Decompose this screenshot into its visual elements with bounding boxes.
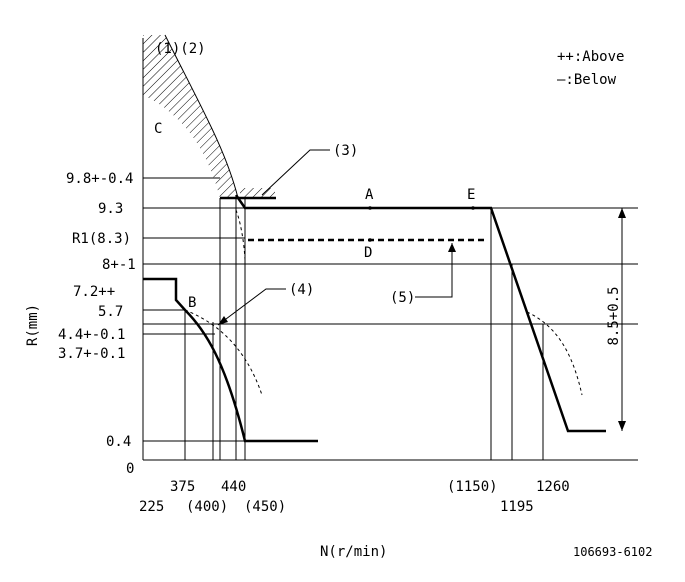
top-left-label: (1)(2) — [155, 41, 206, 57]
upper-curve — [234, 194, 606, 433]
point-e-marker — [471, 206, 475, 210]
dim-arrow-bottom — [618, 421, 626, 431]
ylabel-3.7: 3.7+-0.1 — [58, 346, 125, 362]
ylabel-5.7: 5.7 — [98, 304, 123, 320]
hatched-zone-c — [143, 35, 238, 198]
callout-3-leader — [261, 149, 330, 196]
xlabel-1150: (1150) — [447, 479, 498, 495]
dim-arrow-top — [618, 208, 626, 218]
ylabel-r1: R1(8.3) — [72, 231, 131, 247]
ylabel-7.2: 7.2++ — [73, 284, 115, 300]
xlabel-1260: 1260 — [536, 479, 570, 495]
ylabel-0.4: 0.4 — [106, 434, 131, 450]
dimension-label: 8.5+0.5 — [606, 286, 622, 345]
callout-5-arrow — [448, 243, 456, 252]
point-d-marker — [368, 238, 372, 242]
ylabel-9.8: 9.8+-0.4 — [66, 171, 133, 187]
x-axis-title: N(r/min) — [320, 544, 387, 560]
callout-4: (4) — [289, 282, 314, 298]
xlabel-400: (400) — [186, 499, 228, 515]
xlabel-225: 225 — [139, 499, 164, 515]
curve-c-boundary — [164, 34, 239, 199]
dashed-curve-upper — [235, 209, 246, 261]
callout-4-leader — [217, 288, 286, 326]
ylabel-8: 8+-1 — [102, 257, 136, 273]
callout-5-leader — [415, 243, 453, 298]
point-d-label: D — [364, 245, 372, 261]
point-b-label: B — [188, 295, 196, 311]
xlabel-450: (450) — [244, 499, 286, 515]
callout-5: (5) — [390, 290, 415, 306]
main-curve — [143, 277, 318, 443]
callout-3: (3) — [333, 143, 358, 159]
ylabel-9.3: 9.3 — [98, 201, 123, 217]
xlabel-440: 440 — [221, 479, 246, 495]
hatched-small — [240, 188, 275, 198]
point-a-marker — [368, 206, 372, 210]
legend-above: ++:Above — [557, 49, 624, 65]
point-e-label: E — [467, 187, 475, 203]
ylabel-4.4: 4.4+-0.1 — [58, 327, 125, 343]
point-c-label: C — [154, 121, 162, 137]
y-axis-title: R(mm) — [25, 304, 41, 346]
callout-4-arrow — [218, 316, 228, 325]
ylabel-0: 0 — [126, 461, 134, 477]
xlabel-1195: 1195 — [500, 499, 534, 515]
point-a-label: A — [365, 187, 374, 203]
legend-below: —:Below — [557, 72, 617, 88]
xlabel-375: 375 — [170, 479, 195, 495]
figure-code: 106693-6102 — [573, 545, 652, 559]
